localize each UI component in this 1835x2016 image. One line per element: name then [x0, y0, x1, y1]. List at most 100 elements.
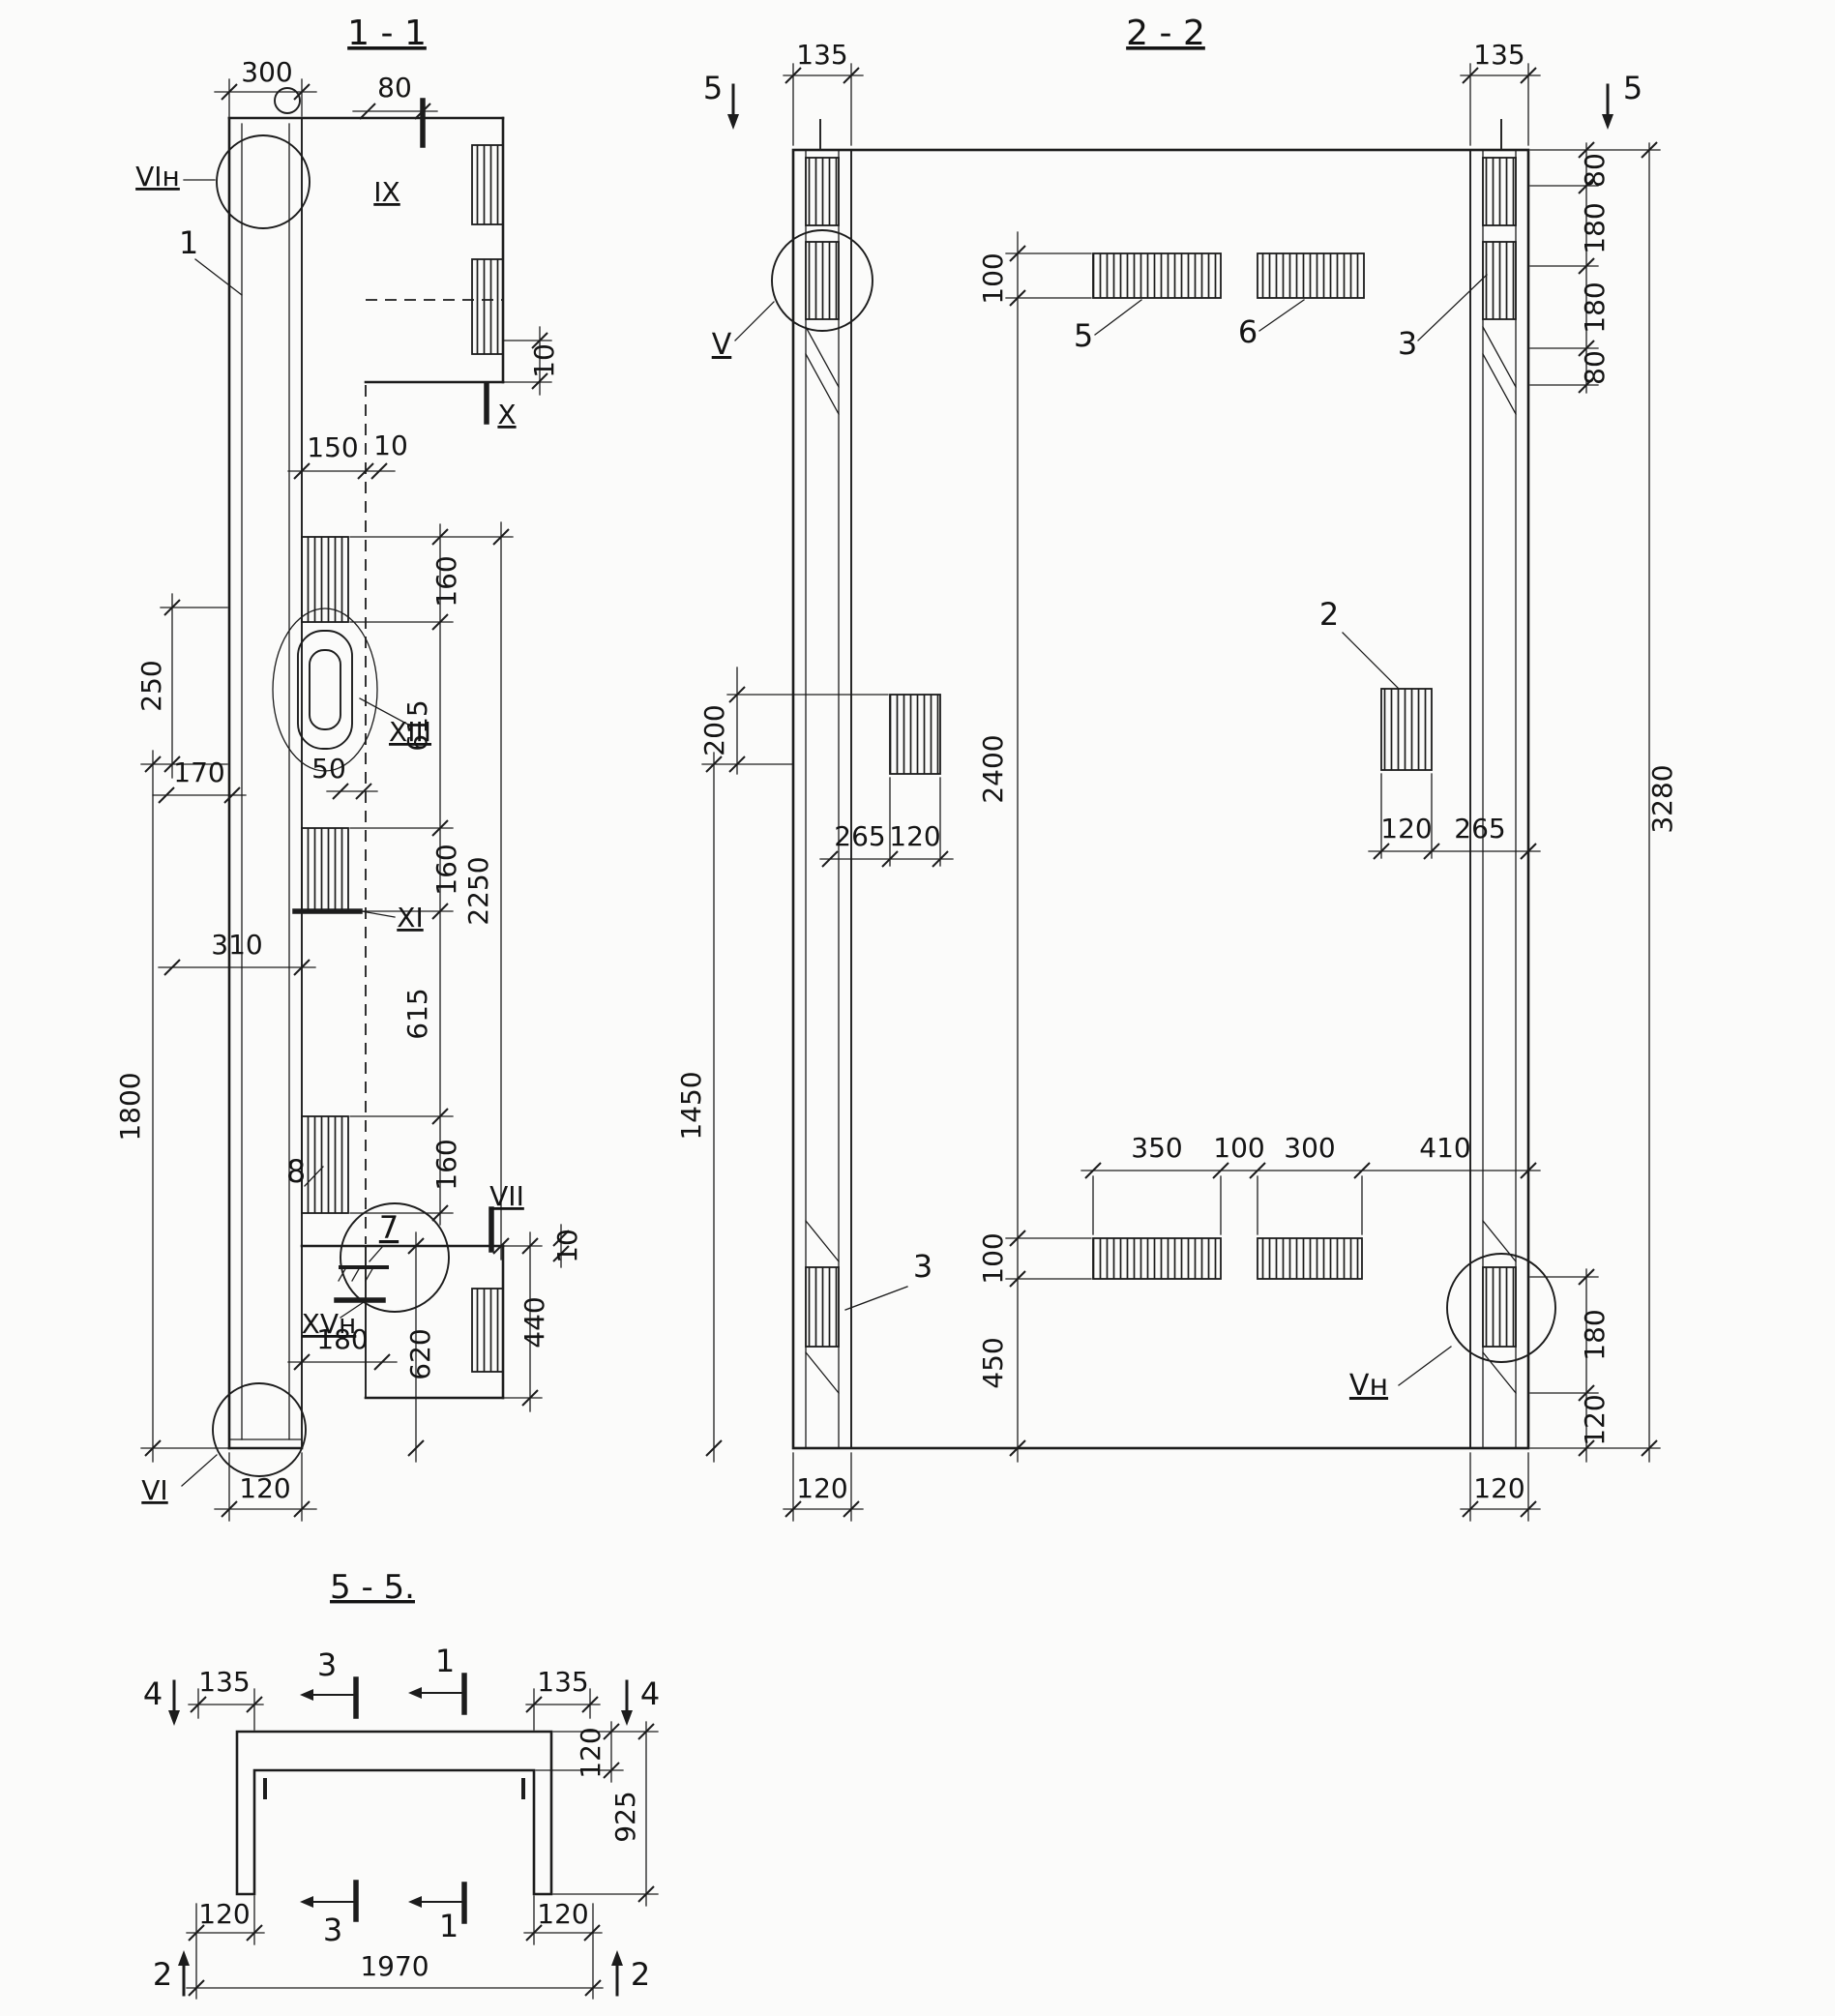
view-title-1-1: 1 - 1: [347, 14, 427, 53]
section-mark: 5: [1623, 70, 1643, 106]
dim-label: 180: [1579, 202, 1611, 253]
dim-label: 615: [401, 988, 433, 1039]
dim-label: 300: [241, 56, 292, 88]
dim-label: 135: [198, 1666, 250, 1698]
section-mark: VIн: [135, 161, 180, 193]
embedded-plate: [471, 1288, 504, 1373]
channel-outline: [235, 1730, 553, 1896]
part-callout: 3: [1398, 325, 1417, 362]
section-mark: V: [712, 328, 732, 362]
dim-label: 135: [537, 1666, 588, 1698]
section-mark: 3: [317, 1646, 337, 1683]
lifting-slot-inner: [309, 649, 341, 730]
section-mark: Vн: [1349, 1369, 1388, 1403]
section-mark: 2: [153, 1956, 172, 1993]
dim-label: 310: [211, 929, 262, 961]
detail-circle-V: [771, 229, 873, 332]
section-mark: VII: [489, 1180, 524, 1212]
detail-circle-Vn: [1446, 1253, 1556, 1363]
part-callout: 5: [1074, 317, 1093, 354]
detail-circle-VIn: [216, 134, 311, 229]
embedded-plate: [805, 1266, 840, 1348]
section-cut-marks: [168, 83, 1613, 1997]
detail-boundary-XIII: [272, 608, 378, 772]
dim-label: 120: [1380, 813, 1432, 845]
dim-label: 200: [698, 704, 730, 756]
dim-label: 160: [430, 1139, 462, 1190]
section-mark: 4: [640, 1675, 660, 1712]
dim-label: 10: [551, 1229, 583, 1263]
view-2-2-geometry: [771, 119, 1556, 1450]
leader-lines: [181, 179, 1488, 1487]
detail-circle-VI: [212, 1382, 307, 1477]
dim-label: 265: [1454, 813, 1505, 845]
dim-label: 50: [311, 753, 346, 785]
dim-label: 410: [1419, 1132, 1470, 1164]
embedded-plate: [471, 144, 504, 225]
dim-label: 1450: [675, 1071, 707, 1140]
section-mark: X: [497, 399, 516, 430]
dim-label: 170: [173, 756, 224, 788]
section-mark: VI: [141, 1474, 167, 1506]
embedded-plate: [1482, 1266, 1517, 1348]
dimension-lines: [152, 74, 1650, 1989]
embedded-plate: [805, 157, 840, 226]
dim-label: 80: [377, 72, 412, 104]
dim-label: 265: [834, 820, 885, 852]
section-mark: 5: [703, 70, 723, 106]
section-mark: 3: [323, 1912, 342, 1948]
dim-label: 135: [1473, 39, 1524, 71]
view-title-5-5: 5 - 5.: [330, 1568, 415, 1607]
dim-label: 80: [1579, 350, 1611, 385]
embedded-plate: [1092, 1237, 1222, 1280]
dim-label: 120: [537, 1898, 588, 1930]
dim-label: 925: [609, 1791, 641, 1842]
lifting-loop: [274, 87, 301, 114]
dim-label: 100: [977, 252, 1009, 304]
embedded-plate: [805, 241, 840, 320]
embedded-plate: [889, 694, 941, 775]
embedded-plate: [301, 1115, 349, 1214]
dim-label: 250: [135, 660, 167, 711]
dim-label: 120: [1579, 1394, 1611, 1445]
dim-label: 300: [1284, 1132, 1335, 1164]
dim-label: 120: [239, 1472, 290, 1504]
part-callout: 1: [179, 224, 198, 261]
dim-label: 1800: [114, 1072, 146, 1141]
dim-label: 2400: [977, 734, 1009, 803]
embedded-plate: [1257, 1237, 1363, 1280]
dim-label: 620: [404, 1328, 436, 1379]
detail-circle-7: [340, 1202, 450, 1313]
dim-label: 100: [977, 1232, 1009, 1284]
view-5-5-geometry: [235, 1730, 553, 1896]
lifting-slot-outer: [297, 630, 353, 750]
dim-label: 120: [198, 1898, 250, 1930]
embedded-plate: [1380, 688, 1433, 771]
section-mark: 4: [143, 1675, 163, 1712]
part-callout: 7: [379, 1209, 399, 1246]
section-mark: XIII: [389, 716, 431, 748]
section-mark: 2: [631, 1956, 650, 1993]
dim-label: 350: [1131, 1132, 1182, 1164]
embedded-plate: [301, 536, 349, 623]
embedded-plate: [301, 827, 349, 912]
embedded-plate: [1482, 157, 1517, 226]
section-mark: 1: [439, 1908, 459, 1944]
dim-label: 180: [1579, 282, 1611, 333]
embedded-plate: [1092, 252, 1222, 299]
section-mark: XVн: [302, 1308, 357, 1340]
part-callout: 8: [286, 1153, 306, 1190]
part-callout: 6: [1238, 313, 1258, 350]
view-title-2-2: 2 - 2: [1126, 14, 1205, 53]
dim-label: 180: [1579, 1309, 1611, 1360]
dim-label: 135: [796, 39, 847, 71]
tick-marks: [144, 67, 1658, 1997]
dim-label: 150: [307, 431, 358, 463]
view-1-1-geometry: [212, 87, 505, 1477]
dim-label: 120: [889, 820, 940, 852]
dim-label: 160: [430, 555, 462, 607]
dim-label: 1970: [360, 1950, 429, 1982]
dim-label: 160: [430, 844, 462, 895]
dim-label: 10: [528, 343, 560, 378]
